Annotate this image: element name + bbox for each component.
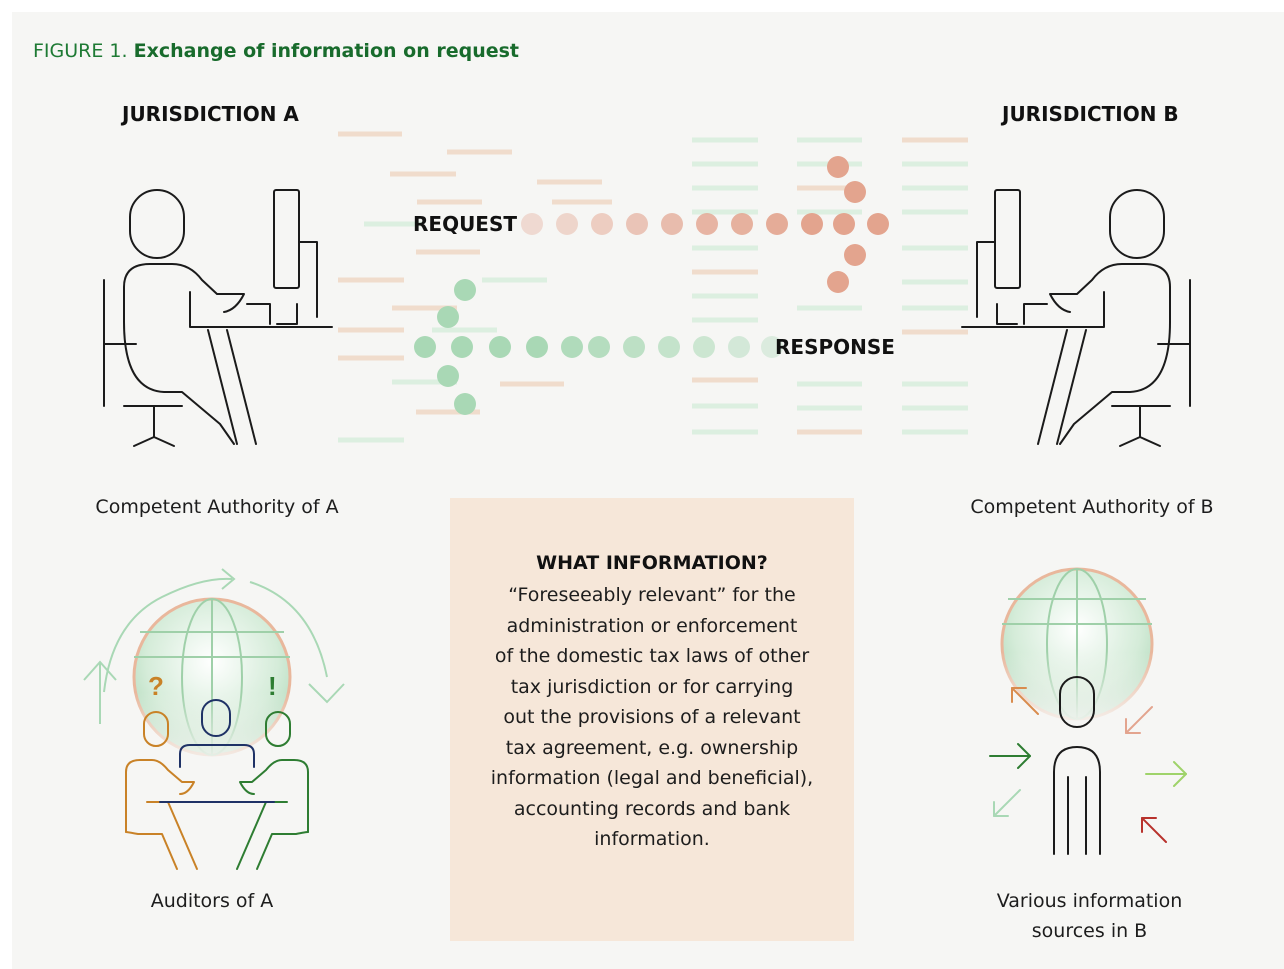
authority-b-icon [961,189,1191,447]
response-dot [561,336,583,358]
response-label: RESPONSE [775,335,895,359]
request-dot [661,213,683,235]
info-line: tax agreement, e.g. ownership [505,736,799,759]
response-dot [454,279,476,301]
request-dot [801,213,823,235]
response-dot [658,336,680,358]
response-dot [761,336,783,358]
figure: FIGURE 1. Exchange of information on req… [12,12,1284,969]
information-sources-icon [989,567,1187,855]
request-dot [696,213,718,235]
response-dot [454,393,476,415]
request-label: REQUEST [413,212,518,236]
figure-title: FIGURE 1. Exchange of information on req… [33,40,519,62]
jurisdiction-a-title: JURISDICTION A [122,102,299,126]
arrow-icon [1141,817,1167,843]
response-dot [414,336,436,358]
response-dot [437,306,459,328]
response-dot [693,336,715,358]
info-line: information. [594,828,710,850]
arrow-icon [993,789,1021,817]
info-line: out the provisions of a relevant [503,706,801,728]
info-line: information (legal and beneficial), [490,767,814,789]
authority-b-caption: Competent Authority of B [970,496,1214,518]
request-dot [766,213,788,235]
info-line: of the domestic tax laws of other [494,645,810,667]
arrow-icon [1125,706,1153,734]
info-line: administration or enforcement [506,614,798,637]
response-dot [588,336,610,358]
response-dot [451,336,473,358]
what-information-heading: WHAT INFORMATION? [536,552,768,574]
question-mark: ? [148,671,164,701]
globe-icon [122,597,302,772]
request-arrow [521,156,889,293]
what-information-box: WHAT INFORMATION? “Foreseeably relevant”… [450,498,854,941]
auditors-caption: Auditors of A [150,890,274,912]
figure-heading: Exchange of information on request [133,40,519,62]
authority-a-icon [103,189,333,447]
sources-caption-line: Various information [996,890,1183,912]
request-dot [833,213,855,235]
request-dot [626,213,648,235]
cycle-arrows-icon [83,568,345,724]
response-dot [728,336,750,358]
request-dot [521,213,543,235]
request-dot [844,244,866,266]
response-dot [526,336,548,358]
auditors-icon: ? ! [83,568,345,870]
request-dot [867,213,889,235]
globe-icon [992,567,1162,732]
arrow-icon [1011,687,1039,715]
figure-label: FIGURE 1. [33,40,128,62]
authority-a-caption: Competent Authority of A [95,496,339,518]
info-line: accounting records and bank [513,797,791,820]
response-arrow [414,279,783,415]
request-dot [731,213,753,235]
what-information-body: “Foreseeably relevant” for the administr… [450,580,854,855]
info-line: tax jurisdiction or for carrying [510,675,794,698]
request-dot [844,181,866,203]
request-dot [556,213,578,235]
arrow-icon [989,743,1031,769]
sources-caption: Various information sources in B [967,886,1212,946]
jurisdiction-b-title: JURISDICTION B [1002,102,1179,126]
response-dot [489,336,511,358]
response-dot [437,365,459,387]
arrow-icon [1145,761,1187,787]
sources-caption-line: sources in B [1031,920,1148,942]
request-dot [591,213,613,235]
request-dot [827,156,849,178]
request-dot [827,271,849,293]
person-icon [1053,676,1101,855]
exclamation-mark: ! [268,671,277,701]
info-line: “Foreseeably relevant” for the [508,584,796,606]
response-dot [623,336,645,358]
